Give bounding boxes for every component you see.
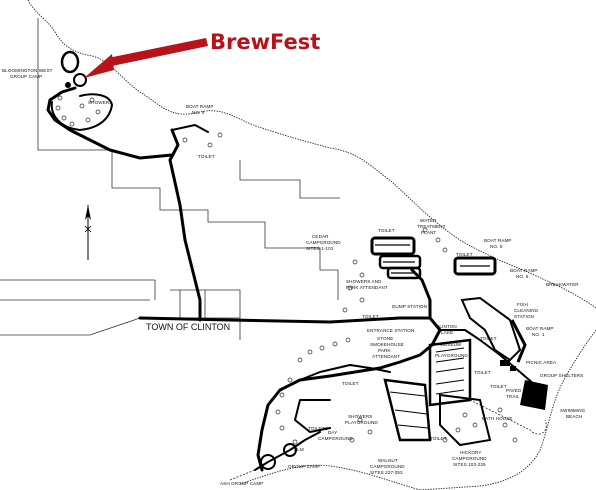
- fish-cleaning-label-2: CLEANING: [514, 308, 539, 313]
- brewfest-callout: BrewFest: [210, 30, 320, 54]
- cedar-label-1: CEDAR: [312, 234, 329, 239]
- toilet-picnic-label: TOILET: [490, 384, 507, 389]
- swimming-beach-label-2: BEACH: [566, 414, 582, 419]
- cedar-label-3: SITES 1-101: [306, 246, 334, 251]
- bath-house-area: [500, 360, 548, 410]
- nw-connector-road: [46, 86, 174, 160]
- bloomington-west-group-camp: [60, 50, 87, 88]
- smokehouse-label-3: PARK: [378, 348, 391, 353]
- breakwater-label: BREAKWATER: [546, 282, 579, 287]
- smokehouse-label-2: SMOKEHOUSE: [370, 342, 404, 347]
- toilet-left-label: TOILET: [342, 381, 359, 386]
- cedar-campground: [370, 236, 422, 280]
- playground-mid-label: PLAYGROUND: [435, 353, 468, 358]
- northwest-shoreline: [27, 0, 596, 309]
- shower-playground-label-1: SHOWERS: [348, 414, 372, 419]
- boat-ramp-4-road: [171, 124, 209, 133]
- east-shoreline: [419, 329, 596, 490]
- showers-nw-label: SHOWERS: [88, 100, 112, 105]
- paved-trail-label-2: TRAIL: [506, 394, 520, 399]
- lake-trail: [469, 399, 547, 435]
- walnut-label-3: SITES 227-353: [370, 470, 403, 475]
- group-shelters-label: GROUP SHELTERS: [540, 373, 583, 378]
- bloomington-west-label-1: BLOOMINGTON WEST: [2, 68, 53, 73]
- walnut-label-2: CAMPGROUND: [370, 464, 405, 469]
- water-plant-label-3: PLANT: [421, 230, 436, 235]
- boat-ramp-5-lot: [453, 256, 497, 276]
- west-boundary-line: [0, 279, 156, 301]
- showers-park-label-2: PARK ATTENDANT: [346, 285, 388, 290]
- toilet-walnut-label: TOILET: [430, 436, 447, 441]
- clinton-lake-label-2: LAKE: [441, 330, 453, 335]
- fish-cleaning-label-1: FISH: [517, 302, 528, 307]
- south-boundary-line: [0, 289, 241, 340]
- toilet-cedar-label: TOILET: [378, 228, 395, 233]
- north-road: [168, 128, 202, 322]
- toilet-museum-label: TOILET: [480, 336, 497, 341]
- water-plant-label-1: WATER: [420, 218, 437, 223]
- toilet-dump-label: TOILET: [362, 314, 379, 319]
- walnut-campground: [383, 378, 432, 442]
- boat-ramp-6-label-1: BOAT RAMP: [510, 268, 538, 273]
- dump-station-label: DUMP STATION: [392, 304, 427, 309]
- picnic-area-label: PICNIC AREA: [526, 360, 557, 365]
- elm-ash-group-camps: [229, 431, 321, 481]
- clinton-lake-label-1: CLINTON: [436, 324, 457, 329]
- paved-trail-label-1: PAVED: [506, 388, 522, 393]
- fish-cleaning-label-3: STATION: [514, 314, 534, 319]
- water-plant-label-2: TREATMENT: [417, 224, 446, 229]
- swimming-beach-label-1: SWIMMING: [560, 408, 586, 413]
- boat-ramp-6-label-2: NO. 6: [516, 274, 529, 279]
- boat-ramp-4-label-2: NO. 4: [192, 110, 205, 115]
- bloomington-west-label-2: GROUP CAMP: [10, 74, 42, 79]
- hickory-campground: [439, 393, 492, 447]
- smokehouse-label-4: ATTENDANT: [372, 354, 400, 359]
- toilet-nw-label: TOILET: [198, 154, 215, 159]
- entrance-station-label: ENTRANCE STATION: [367, 328, 414, 333]
- boat-ramp-5-label-2: NO. 5: [490, 244, 503, 249]
- nw-campsite-loop: [50, 93, 113, 131]
- boat-ramp-5-label-1: BOAT RAMP: [484, 238, 512, 243]
- day-cg-label-1: DAY: [328, 430, 337, 435]
- walnut-loop-road: [294, 364, 391, 433]
- boat-ramp-1-label-1: BOAT RAMP: [526, 326, 554, 331]
- toilets-day-label: TOILETS: [308, 426, 328, 431]
- hickory-label-1: HICKORY: [460, 450, 482, 455]
- boat-ramp-4-label-1: BOAT RAMP: [186, 104, 214, 109]
- elm-label-2: GROUP CAMP: [288, 464, 320, 469]
- campsite-markers: [55, 95, 518, 445]
- museum-label: MUSEUM: [440, 342, 461, 347]
- park-boundary-west: [37, 18, 339, 300]
- hickory-label-3: SITES 102-226: [453, 462, 486, 467]
- shower-playground-label-2: PLAYGROUND: [345, 420, 378, 425]
- smokehouse-label-1: STONE: [377, 336, 393, 341]
- brewfest-arrow-icon: [84, 38, 208, 78]
- day-cg-label-2: CAMPGROUND: [318, 436, 353, 441]
- boat-ramp-1-label-2: NO. 1: [532, 332, 545, 337]
- toilet-mid-label: TOILET: [474, 370, 491, 375]
- town-of-clinton-label: TOWN OF CLINTON: [146, 322, 230, 332]
- north-arrow-icon: [84, 205, 92, 260]
- cedar-label-2: CAMPGROUND: [306, 240, 341, 245]
- bath-house-label: BATH HOUSE: [482, 416, 513, 421]
- hickory-label-2: CAMPGROUND: [452, 456, 487, 461]
- showers-park-label-1: SHOWERS AND: [346, 279, 382, 284]
- toilet-br5-label: TOILET: [456, 252, 473, 257]
- park-boundary-north: [239, 160, 340, 199]
- elm-label-1: ELM: [294, 447, 304, 452]
- ash-group-label: ASH GROUP CAMP: [220, 481, 263, 486]
- walnut-label-1: WALNUT: [378, 458, 398, 463]
